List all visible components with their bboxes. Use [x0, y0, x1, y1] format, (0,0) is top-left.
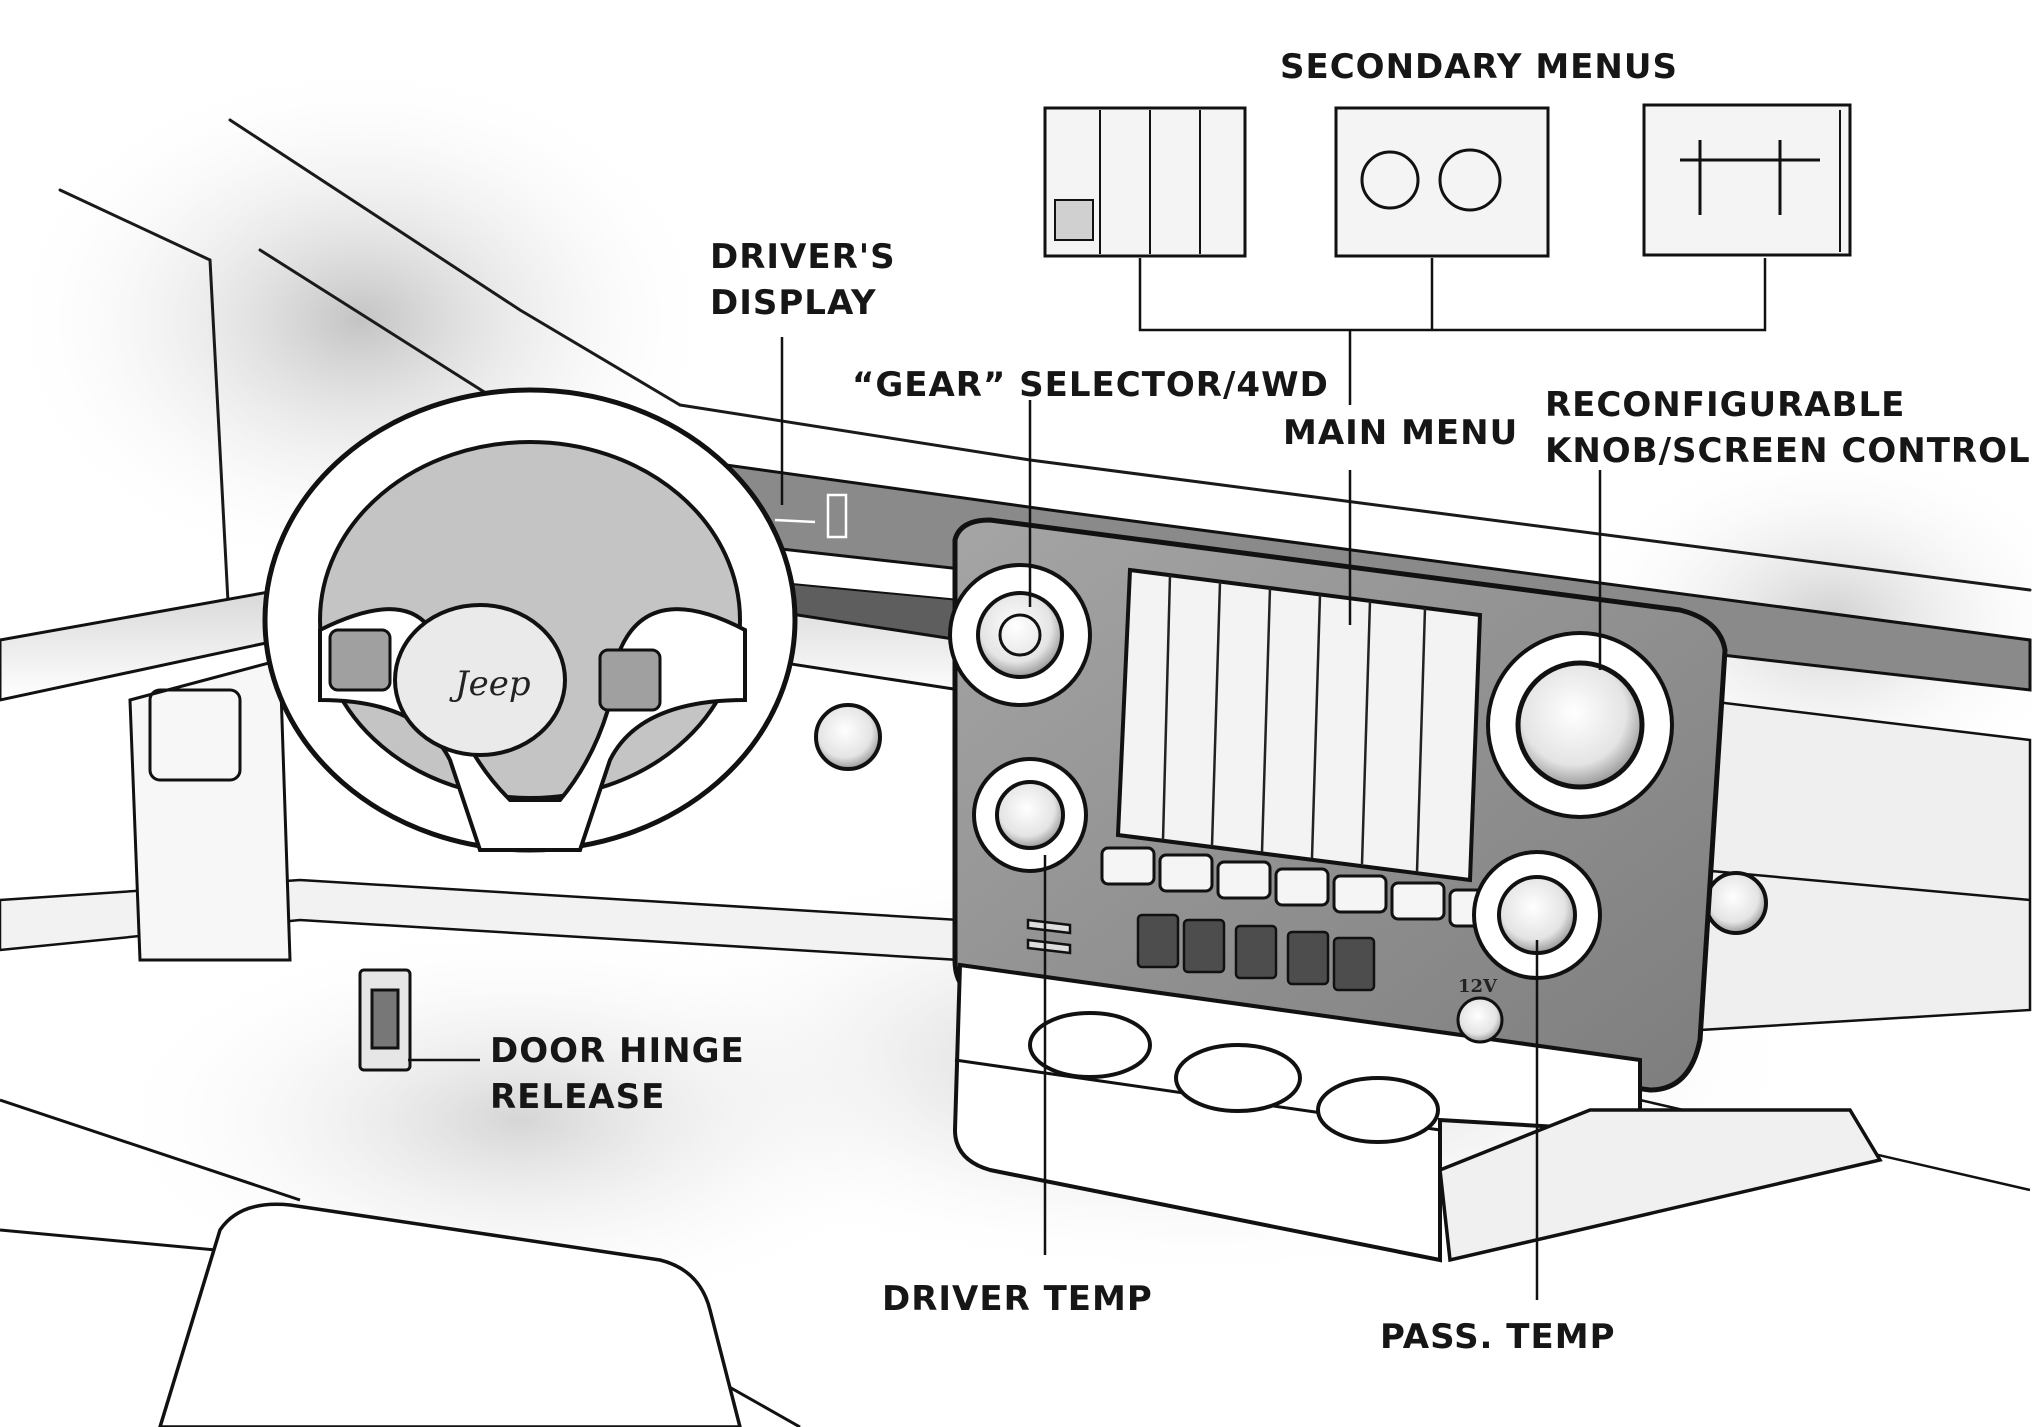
touchscreen-icon	[1115, 567, 1483, 883]
reconfigurable-line1: RECONFIGURABLE	[1545, 385, 1906, 425]
driver-temp-label: DRIVER TEMP	[882, 1276, 1153, 1322]
driver-temp-text: DRIVER TEMP	[882, 1279, 1153, 1319]
door-hinge-line1: DOOR HINGE	[490, 1031, 745, 1071]
steering-logo: Jeep	[449, 664, 531, 704]
12v-outlet	[1456, 996, 1504, 1044]
steering-wheel-icon: Jeep	[262, 387, 798, 853]
main-menu-label: MAIN MENU	[1283, 410, 1518, 456]
gear-selector-label: “GEAR” SELECTOR/4WD	[852, 362, 1329, 408]
drivers-display-label: DRIVER'S DISPLAY	[710, 234, 896, 326]
driver-temp-knob	[972, 757, 1088, 873]
reconfigurable-knob-label: RECONFIGURABLE KNOB/SCREEN CONTROL	[1545, 382, 2031, 474]
door-hinge-line2: RELEASE	[490, 1077, 666, 1117]
main-menu-text: MAIN MENU	[1283, 413, 1519, 453]
drivers-display	[774, 493, 848, 539]
secondary-menu-3	[1642, 103, 1852, 257]
knob-icon	[948, 563, 1092, 707]
pass-temp-text: PASS. TEMP	[1380, 1317, 1616, 1357]
secondary-menu-thumbnails	[1043, 103, 1852, 258]
pass-temp-knob	[1472, 850, 1602, 980]
leader-lines	[408, 258, 1767, 1300]
gear-selector-text: “GEAR” SELECTOR/4WD	[852, 365, 1329, 405]
reconfigurable-knob	[1486, 631, 1674, 819]
pass-temp-label: PASS. TEMP	[1380, 1314, 1615, 1360]
12v-label: 12V	[1458, 976, 1498, 997]
cupholder-icon	[1028, 1011, 1440, 1144]
drivers-display-line2: DISPLAY	[710, 283, 877, 323]
door-panel	[0, 658, 801, 1427]
dash-knob	[814, 703, 1768, 935]
door-hinge-label: DOOR HINGE RELEASE	[490, 1028, 745, 1120]
drivers-display-line1: DRIVER'S	[710, 237, 896, 277]
secondary-menus-label: SECONDARY MENUS	[1280, 44, 1678, 90]
seat	[158, 1202, 742, 1427]
secondary-menu-2	[1334, 106, 1550, 258]
switch-icon	[1026, 913, 1376, 992]
secondary-menus-text: SECONDARY MENUS	[1280, 47, 1678, 87]
reconfigurable-line2: KNOB/SCREEN CONTROL	[1545, 431, 2031, 471]
